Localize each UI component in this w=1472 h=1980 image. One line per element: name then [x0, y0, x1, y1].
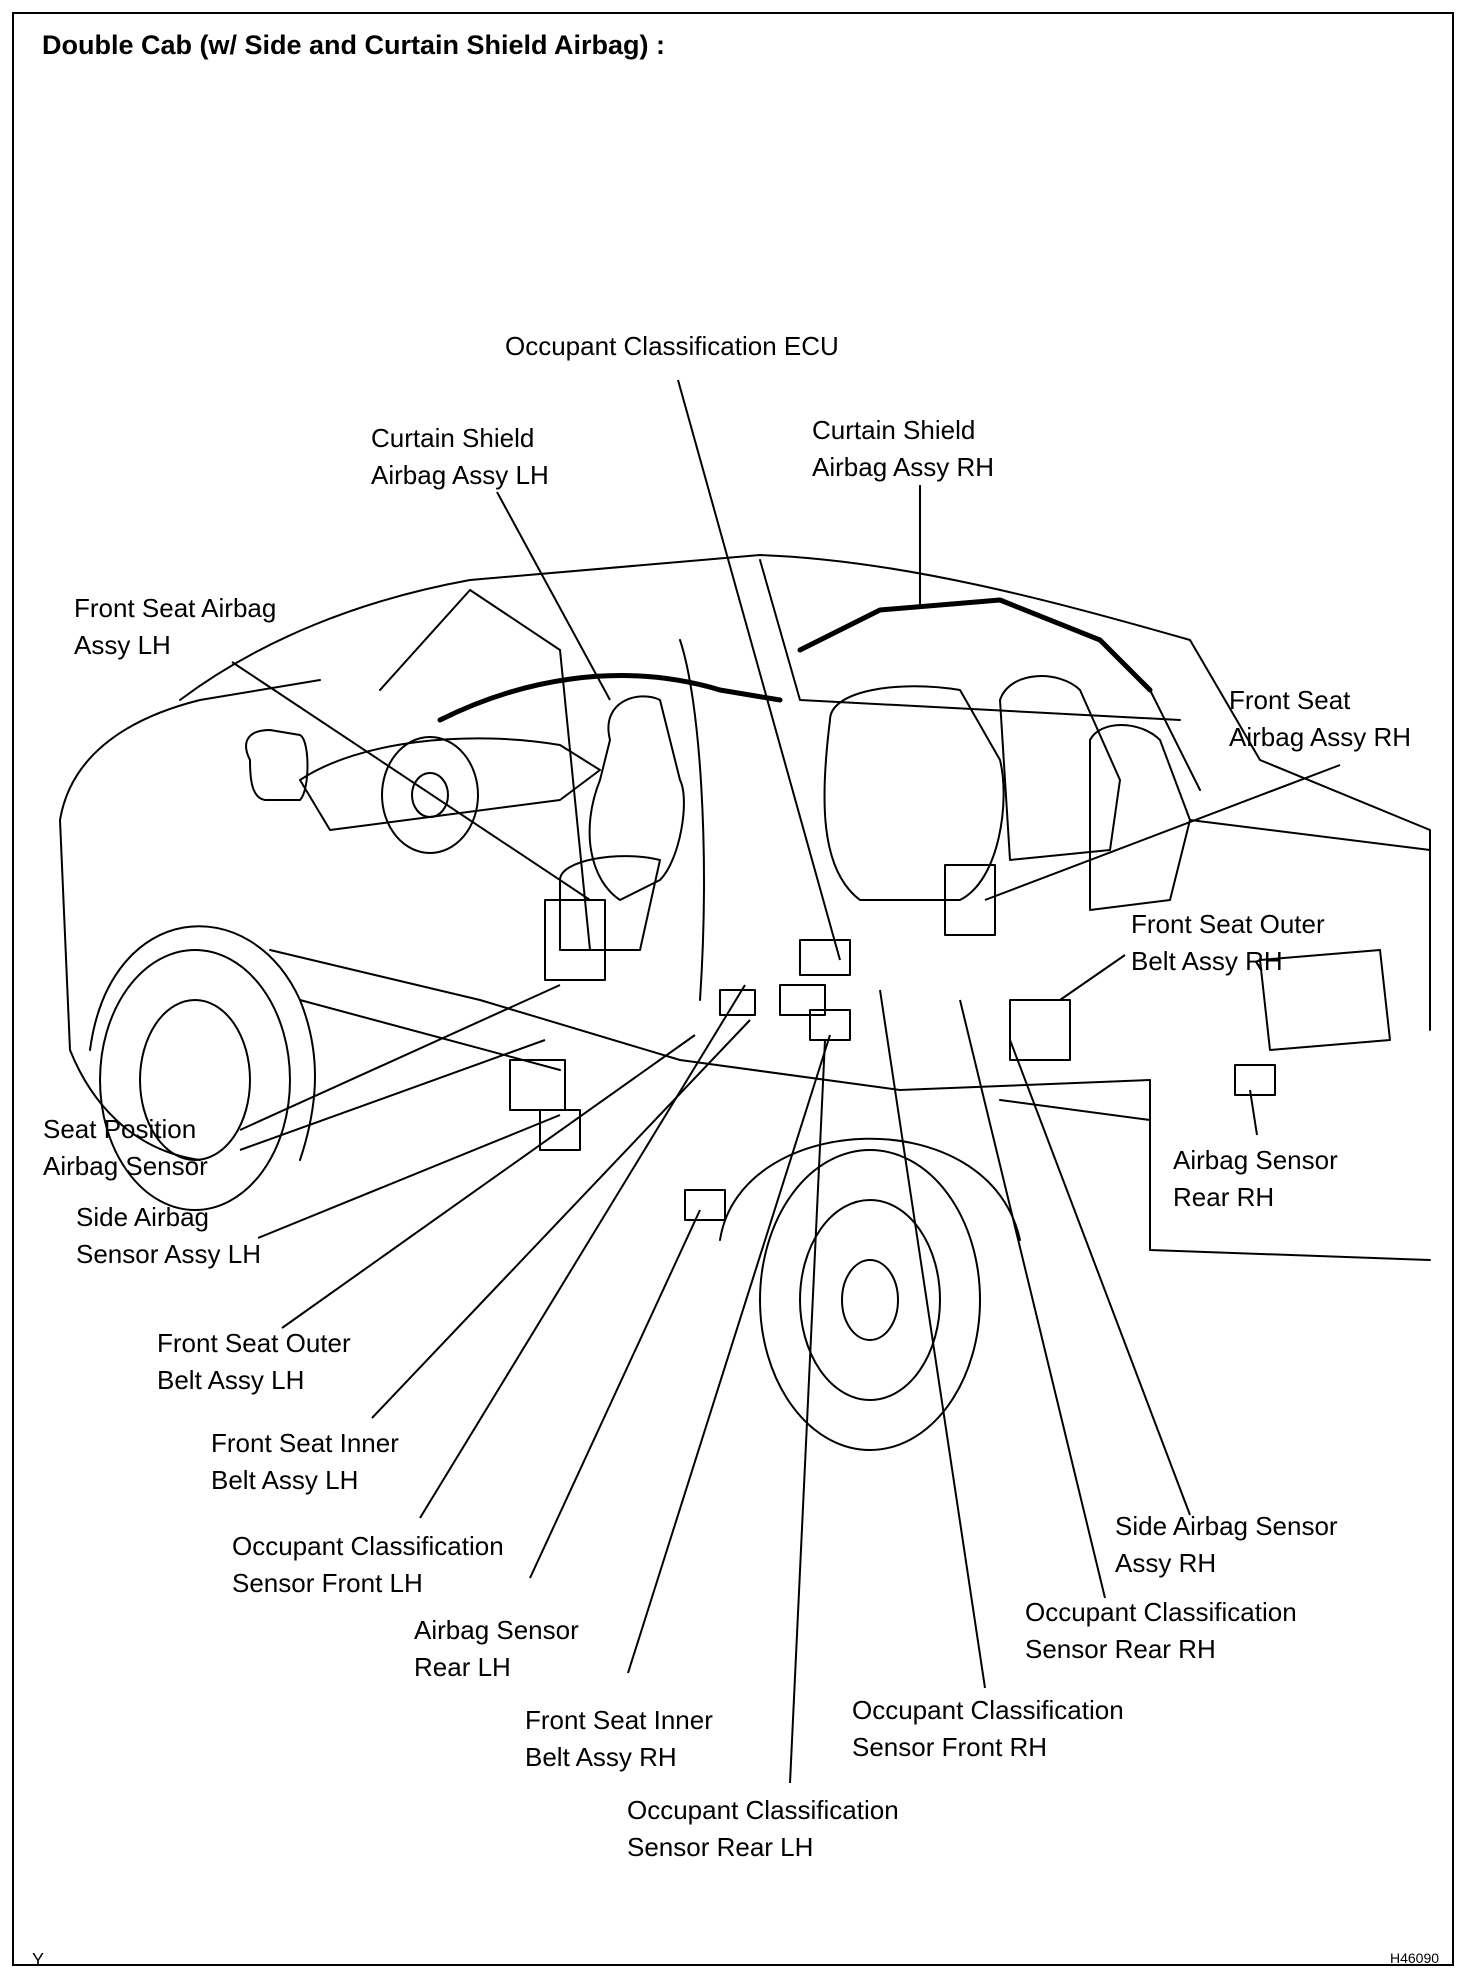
label-line: Sensor Front RH	[852, 1732, 1048, 1762]
diagram-frame	[12, 12, 1454, 1966]
label-line: Rear RH	[1173, 1182, 1275, 1212]
label-front-seat-airbag-lh: Front Seat Airbag Assy LH	[74, 590, 276, 664]
label-line: Side Airbag Sensor	[1115, 1511, 1338, 1541]
leader-front-seat-airbag-lh	[231, 661, 591, 901]
leader-front-outer-belt-rh	[1059, 954, 1126, 1001]
leader-front-inner-belt-rh	[627, 1034, 831, 1674]
label-occupant-classification-sensor-front-lh: Occupant Classification Sensor Front LH	[232, 1528, 504, 1602]
label-line: Curtain Shield	[812, 415, 976, 445]
leader-occ-sensor-front-rh	[879, 989, 986, 1689]
figure-code: H46090	[1390, 1950, 1440, 1966]
leader-airbag-sensor-rear-rh	[1249, 1089, 1258, 1136]
label-occupant-classification-sensor-rear-rh: Occupant Classification Sensor Rear RH	[1025, 1594, 1297, 1668]
label-line: Airbag Sensor	[1173, 1145, 1338, 1175]
label-line: Front Seat Inner	[211, 1428, 399, 1458]
label-line: Sensor Front LH	[232, 1568, 423, 1598]
leader-lines	[231, 379, 1341, 1784]
label-line: Seat Position	[43, 1114, 197, 1144]
leader-curtain-lh	[496, 491, 611, 701]
leader-side-airbag-sensor-lh	[257, 1114, 561, 1239]
label-line: Assy LH	[74, 630, 171, 660]
truck-illustration	[59, 554, 1431, 1451]
label-line: Side Airbag	[76, 1202, 209, 1232]
leader-front-inner-belt-lh	[371, 1019, 751, 1419]
label-occupant-classification-sensor-front-rh: Occupant Classification Sensor Front RH	[852, 1692, 1124, 1766]
label-line: Occupant Classification ECU	[505, 331, 839, 361]
label-occupant-classification-sensor-rear-lh: Occupant Classification Sensor Rear LH	[627, 1792, 899, 1866]
label-line: Airbag Sensor	[43, 1151, 208, 1181]
leader-occupant-ecu	[677, 379, 841, 961]
label-front-seat-outer-belt-rh: Front Seat Outer Belt Assy RH	[1131, 906, 1325, 980]
label-line: Airbag Assy LH	[371, 460, 549, 490]
label-occupant-classification-ecu: Occupant Classification ECU	[505, 328, 839, 365]
label-line: Rear LH	[414, 1652, 511, 1682]
label-line: Belt Assy LH	[211, 1465, 359, 1495]
label-seat-position-airbag-sensor: Seat Position Airbag Sensor	[43, 1111, 208, 1185]
label-line: Front Seat Outer	[1131, 909, 1325, 939]
diagram-title: Double Cab (w/ Side and Curtain Shield A…	[42, 30, 666, 60]
label-curtain-shield-airbag-rh: Curtain Shield Airbag Assy RH	[812, 412, 994, 486]
label-side-airbag-sensor-rh: Side Airbag Sensor Assy RH	[1115, 1508, 1338, 1582]
leader-seat-position-2	[239, 1039, 546, 1151]
label-line: Sensor Assy LH	[76, 1239, 261, 1269]
label-line: Curtain Shield	[371, 423, 535, 453]
label-line: Airbag Assy RH	[812, 452, 995, 482]
label-line: Sensor Rear LH	[627, 1832, 814, 1862]
label-line: Sensor Rear RH	[1025, 1634, 1216, 1664]
leader-occ-sensor-rear-lh	[789, 1039, 826, 1784]
label-front-seat-outer-belt-lh: Front Seat Outer Belt Assy LH	[157, 1325, 351, 1399]
leader-seat-position-1	[239, 984, 561, 1131]
label-line: Front Seat Outer	[157, 1328, 351, 1358]
leader-front-seat-airbag-rh	[984, 764, 1341, 901]
label-line: Occupant Classification	[232, 1531, 504, 1561]
label-curtain-shield-airbag-lh: Curtain Shield Airbag Assy LH	[371, 420, 549, 494]
label-line: Airbag Assy RH	[1229, 722, 1412, 752]
label-front-seat-inner-belt-lh: Front Seat Inner Belt Assy LH	[211, 1425, 399, 1499]
label-airbag-sensor-rear-rh: Airbag Sensor Rear RH	[1173, 1142, 1338, 1216]
corner-mark-left: Y	[32, 1950, 45, 1970]
label-front-seat-airbag-rh: Front Seat Airbag Assy RH	[1229, 682, 1411, 756]
leader-side-airbag-sensor-rh	[1009, 1039, 1191, 1516]
label-line: Assy RH	[1115, 1548, 1217, 1578]
label-line: Belt Assy RH	[525, 1742, 677, 1772]
label-line: Belt Assy LH	[157, 1365, 305, 1395]
label-line: Occupant Classification	[852, 1695, 1124, 1725]
label-line: Airbag Sensor	[414, 1615, 579, 1645]
label-side-airbag-sensor-lh: Side Airbag Sensor Assy LH	[76, 1199, 261, 1273]
label-line: Front Seat	[1229, 685, 1351, 715]
label-line: Front Seat Inner	[525, 1705, 713, 1735]
leader-occ-sensor-front-lh	[419, 984, 746, 1519]
label-line: Occupant Classification	[627, 1795, 899, 1825]
label-line: Front Seat Airbag	[74, 593, 277, 623]
leader-occ-sensor-rear-rh	[959, 999, 1106, 1599]
leader-airbag-sensor-rear-lh	[529, 1209, 701, 1579]
label-line: Belt Assy RH	[1131, 946, 1283, 976]
label-line: Occupant Classification	[1025, 1597, 1297, 1627]
label-airbag-sensor-rear-lh: Airbag Sensor Rear LH	[414, 1612, 579, 1686]
leader-front-outer-belt-lh	[281, 1034, 696, 1329]
label-front-seat-inner-belt-rh: Front Seat Inner Belt Assy RH	[525, 1702, 713, 1776]
